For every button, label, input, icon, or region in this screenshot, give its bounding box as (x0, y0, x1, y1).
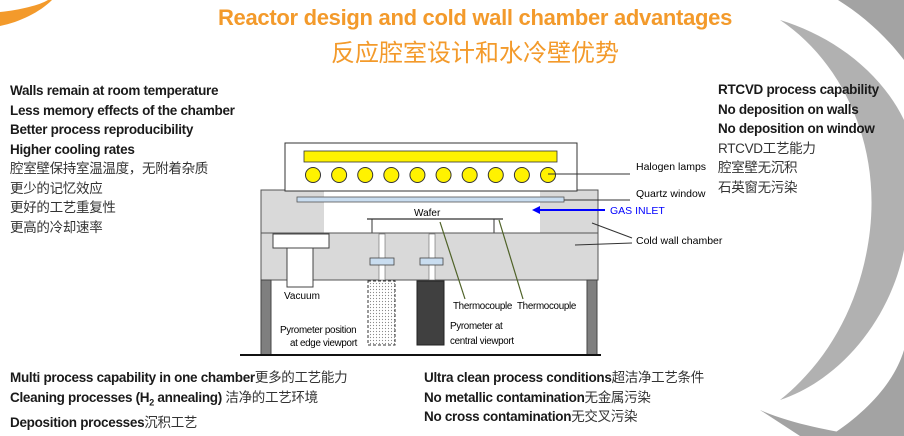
item-en: annealing) (153, 389, 222, 405)
item-en: Deposition processes (10, 414, 145, 430)
leg-right (586, 279, 598, 356)
gas-inlet-label: GAS INLET (610, 205, 665, 217)
list-item: No deposition on walls (718, 101, 859, 117)
gas-inlet-arrowhead (532, 206, 540, 214)
halogen-lamp (435, 167, 452, 183)
quartz-window (296, 196, 565, 203)
vacuum-pipe (286, 247, 314, 288)
leg-left (260, 279, 272, 356)
orange-swoosh-decoration (0, 0, 52, 26)
vacuum-label: Vacuum (284, 291, 320, 302)
item-zh: 无金属污染 (584, 389, 651, 405)
wafer-label: Wafer (414, 208, 441, 219)
list-item: Ultra clean process conditions超洁净工艺条件 (424, 368, 704, 388)
halogen-lamp (513, 167, 530, 183)
thermocouple-line (498, 219, 524, 300)
list-item: 腔室壁无沉积 (718, 160, 798, 175)
pyrometer-center-label-1: Pyrometer at (450, 321, 503, 332)
list-item: Cleaning processes (H2 annealing) 洁净的工艺环… (10, 388, 347, 413)
item-en: No cross contamination (424, 409, 572, 424)
list-item: 石英窗无污染 (718, 179, 798, 195)
halogen-lamps-label: Halogen lamps (636, 161, 706, 173)
pyrometer-edge-label-1: Pyrometer position (280, 325, 356, 336)
cold-wall-chamber-label: Cold wall chamber (636, 235, 723, 247)
grey-swirl-logo-decoration (760, 0, 904, 436)
quartz-window-label: Quartz window (636, 188, 706, 200)
pyrometer-edge-label-2: at edge viewport (290, 338, 358, 349)
item-zh: 沉积工艺 (144, 414, 198, 430)
right-advantages-list: RTCVD process capability No deposition o… (718, 80, 879, 197)
item-zh: 超洁净工艺条件 (611, 370, 705, 385)
list-item: Higher cooling rates (10, 141, 135, 157)
list-item: 腔室壁保持室温温度，无附着杂质 (10, 161, 208, 176)
halogen-lamp (357, 167, 374, 183)
title-english: Reactor design and cold wall chamber adv… (217, 5, 733, 30)
list-item: No deposition on window (718, 121, 875, 136)
subscript: 2 (149, 397, 154, 408)
list-item: Better process reproducibility (10, 122, 194, 137)
cold-wall-callout-line (591, 222, 633, 239)
item-zh: 更多的工艺能力 (254, 370, 348, 385)
thermocouple-label-1: Thermocouple (453, 301, 513, 312)
item-zh: 无交叉污染 (571, 409, 638, 424)
halogen-lamp (331, 167, 348, 183)
list-item: Deposition processes沉积工艺 (10, 413, 347, 433)
list-item: RTCVD process capability (718, 82, 879, 97)
center-viewport-window (419, 257, 444, 266)
item-en: Cleaning processes (H (10, 389, 150, 405)
list-item: No cross contamination无交叉污染 (424, 407, 704, 427)
halogen-lamp (540, 167, 556, 183)
pyrometer-center-label-2: central viewport (450, 336, 514, 347)
edge-viewport-window (369, 257, 395, 266)
halogen-lamps (305, 167, 556, 183)
item-zh: 洁净的工艺环境 (221, 389, 318, 405)
lamp-housing (284, 142, 578, 192)
list-item: 更少的记忆效应 (10, 180, 103, 196)
item-en: Multi process capability in one chamber (10, 370, 255, 385)
pyrometer-edge (367, 280, 396, 346)
center-shaft (428, 233, 436, 281)
halogen-lamp (461, 167, 478, 183)
list-item: Walls remain at room temperature (10, 83, 219, 98)
edge-shaft (378, 233, 386, 281)
lamp-reflector-bar (303, 150, 558, 163)
vacuum-flange (272, 233, 330, 249)
halogen-lamp (383, 167, 400, 183)
list-item: RTCVD工艺能力 (718, 140, 816, 156)
left-advantages-list: Walls remain at room temperature Less me… (10, 81, 235, 237)
bottom-left-list: Multi process capability in one chamber更… (10, 368, 348, 433)
item-en: Ultra clean process conditions (424, 370, 612, 385)
cold-wall-callout-line (574, 242, 633, 246)
title-chinese: 反应腔室设计和水冷壁优势 (331, 40, 619, 67)
bottom-right-list: Ultra clean process conditions超洁净工艺条件 No… (424, 368, 704, 427)
list-item: Less memory effects of the chamber (10, 102, 235, 118)
list-item: Multi process capability in one chamber更… (10, 368, 348, 388)
thermocouple-label-2: Thermocouple (517, 301, 577, 312)
list-item: 更高的冷却速率 (10, 219, 103, 235)
item-en: No metallic contamination (424, 389, 585, 405)
halogen-lamp (305, 167, 321, 183)
halogen-lamp (409, 167, 426, 183)
thermocouple-line (439, 221, 466, 300)
list-item: No metallic contamination无金属污染 (424, 388, 704, 408)
list-item: 更好的工艺重复性 (10, 200, 116, 215)
halogen-lamp (487, 167, 504, 183)
pyrometer-center (416, 280, 445, 346)
